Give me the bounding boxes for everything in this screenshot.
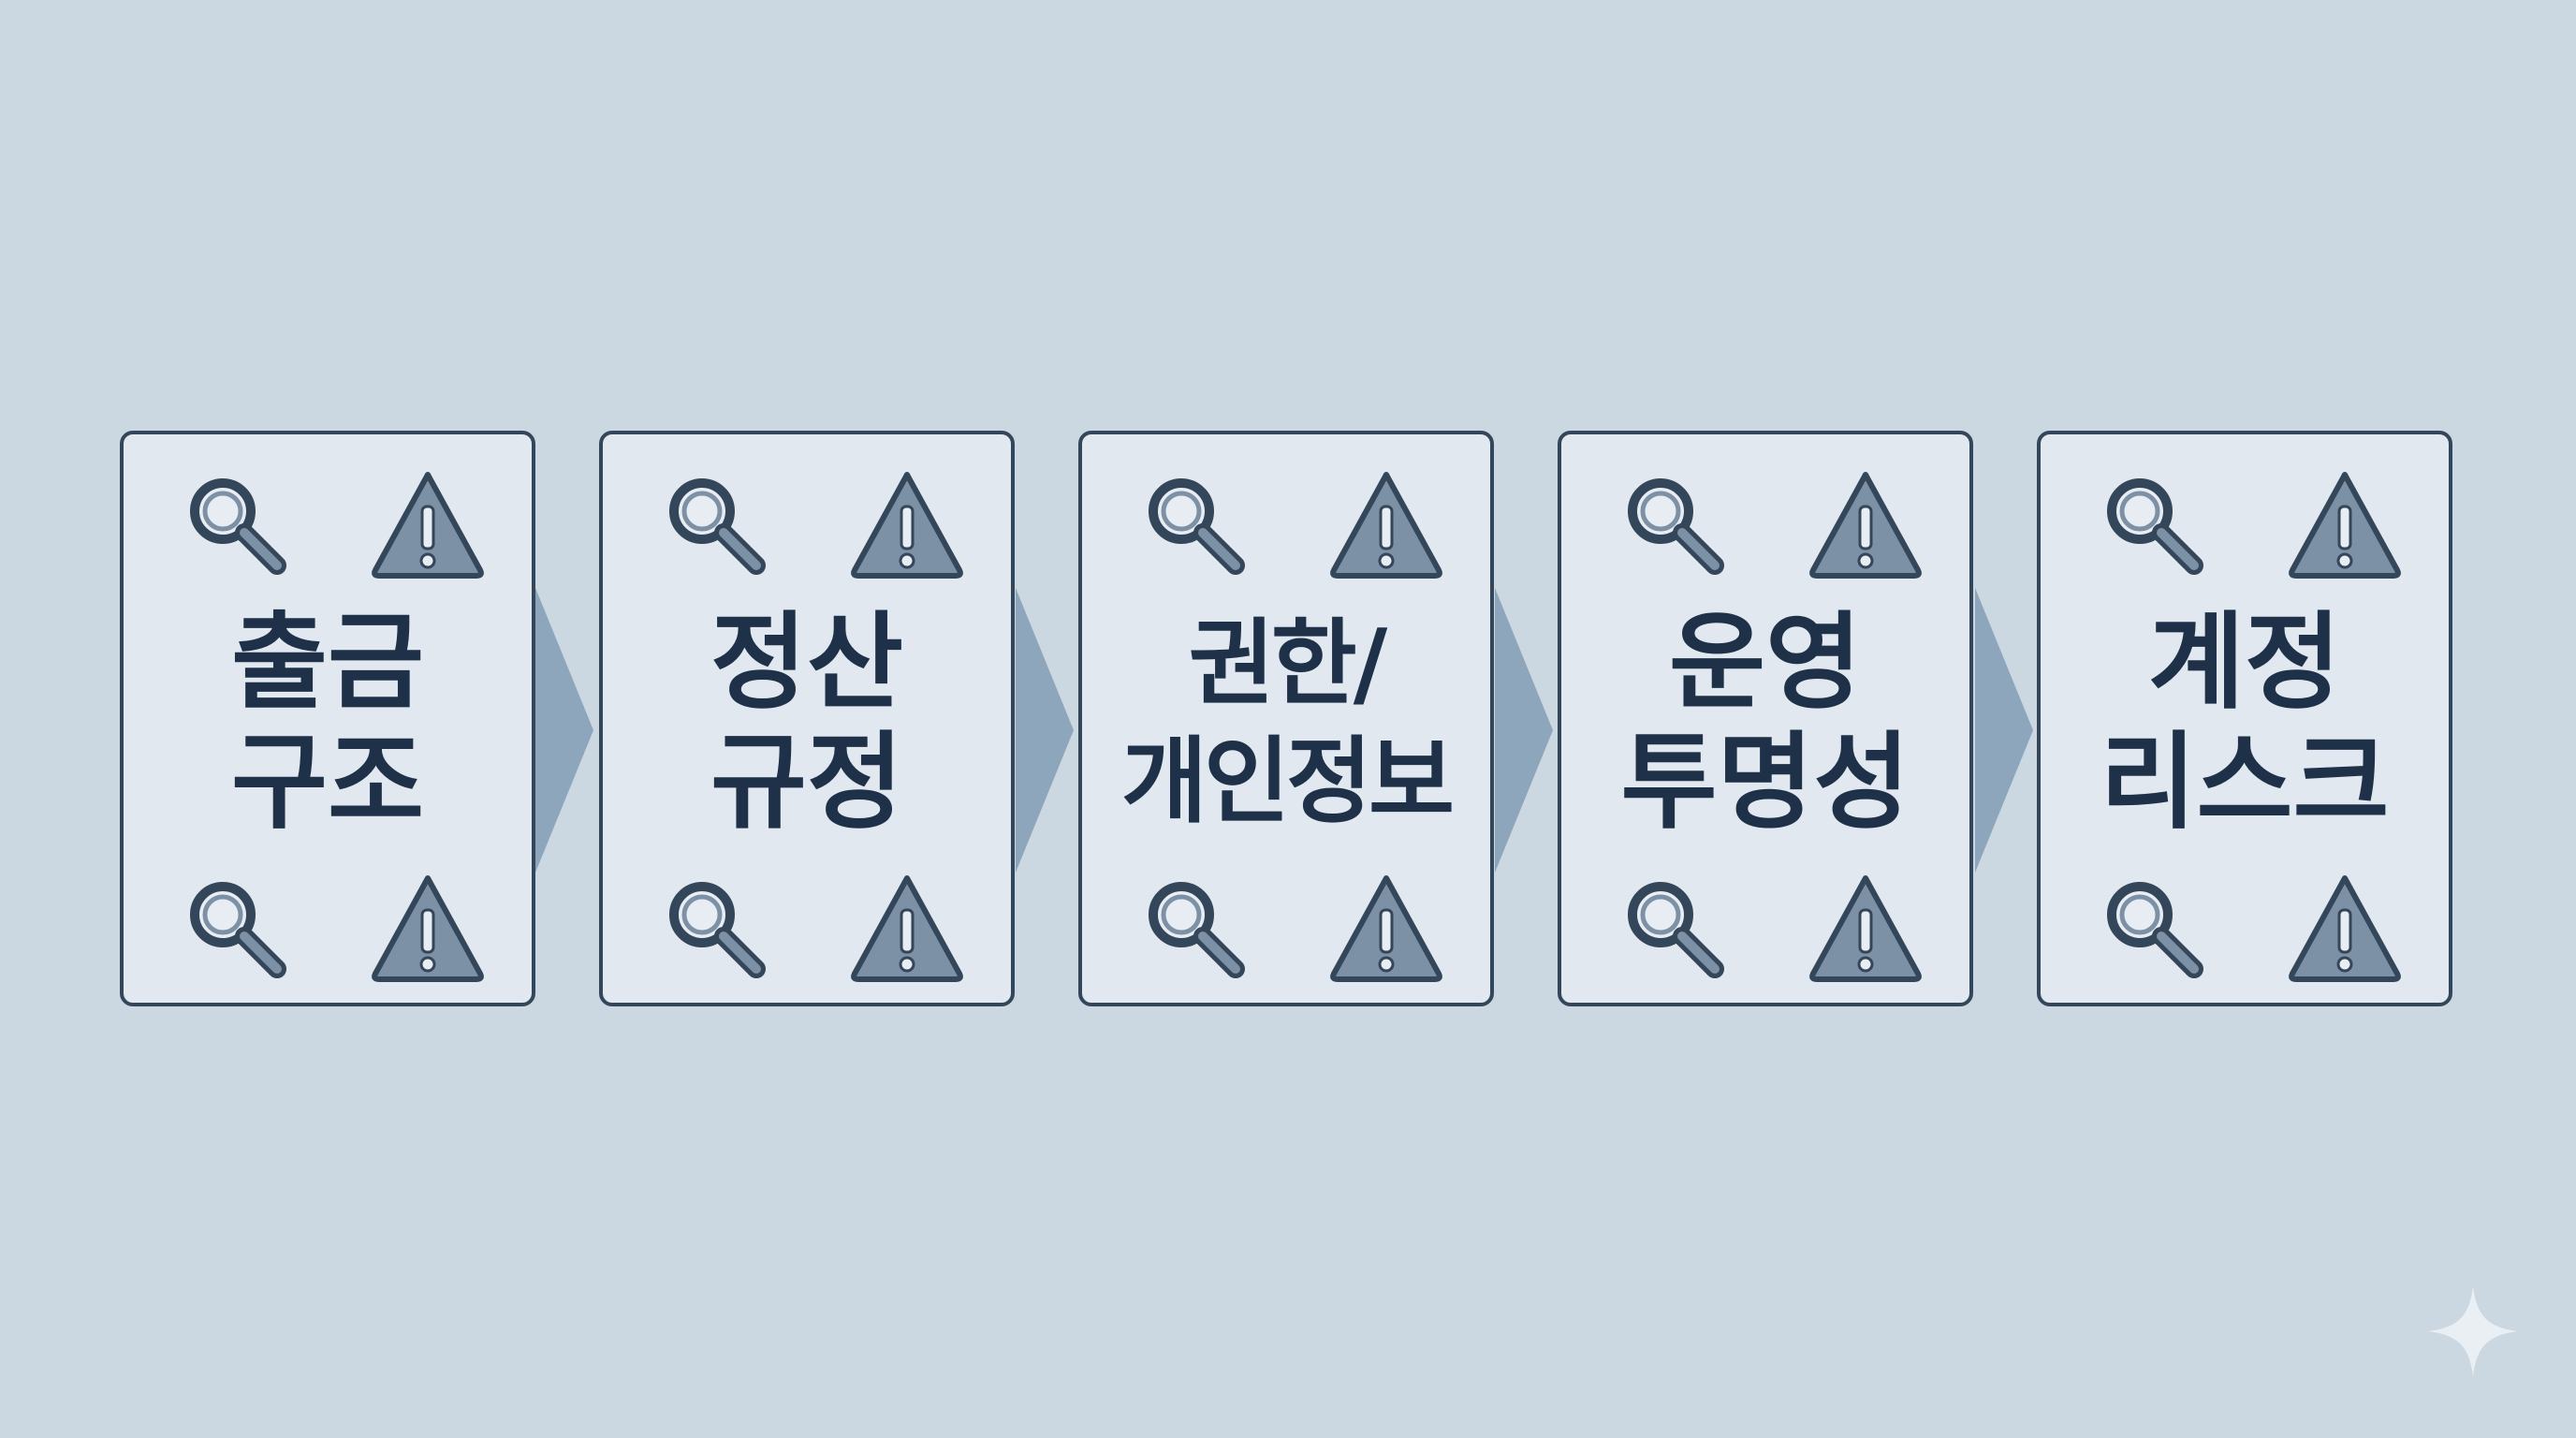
- search-icon: [1618, 873, 1733, 987]
- warning-icon: [850, 469, 964, 583]
- step-title: 운영 투명성: [1561, 601, 1969, 844]
- search-icon: [1618, 469, 1733, 583]
- search-icon: [2098, 469, 2212, 583]
- warning-icon: [2288, 469, 2402, 583]
- search-icon: [1139, 873, 1253, 987]
- step-title-line-2: 개인정보: [1121, 726, 1455, 836]
- warning-icon: [371, 873, 485, 987]
- step-title-line-2: 투명성: [1620, 722, 1910, 844]
- step-card-4: 운영 투명성: [1558, 431, 1973, 1006]
- warning-icon: [850, 873, 964, 987]
- step-card-1: 출금 구조: [120, 431, 535, 1006]
- search-icon: [1139, 469, 1253, 583]
- step-title: 권한/ 개인정보: [1082, 601, 1490, 844]
- flow-arrow-1: [535, 588, 593, 873]
- step-title: 정산 규정: [603, 601, 1011, 844]
- flow-arrow-3: [1495, 588, 1553, 873]
- search-icon: [181, 469, 295, 583]
- step-card-2: 정산 규정: [599, 431, 1015, 1006]
- warning-icon: [1808, 469, 1923, 583]
- search-icon: [181, 873, 295, 987]
- search-icon: [660, 469, 774, 583]
- step-title-line-2: 구조: [230, 722, 425, 844]
- warning-icon: [1329, 873, 1443, 987]
- warning-icon: [371, 469, 485, 583]
- search-icon: [2098, 873, 2212, 987]
- warning-icon: [1329, 469, 1443, 583]
- sparkle-icon: [2428, 1286, 2518, 1376]
- step-title-line-1: 출금: [230, 602, 425, 724]
- flow-arrow-2: [1016, 588, 1074, 873]
- step-title: 계정 리스크: [2041, 601, 2449, 844]
- step-title-line-2: 리스크: [2100, 722, 2390, 844]
- step-title-line-1: 정산: [710, 602, 904, 724]
- step-card-5: 계정 리스크: [2037, 431, 2452, 1006]
- warning-icon: [1808, 873, 1923, 987]
- step-title-line-1: 계정: [2147, 602, 2342, 724]
- step-title-line-1: 권한/: [1188, 609, 1388, 718]
- step-title-line-1: 운영: [1668, 602, 1863, 724]
- flow-arrow-4: [1975, 588, 2033, 873]
- search-icon: [660, 873, 774, 987]
- step-card-3: 권한/ 개인정보: [1078, 431, 1494, 1006]
- warning-icon: [2288, 873, 2402, 987]
- step-title: 출금 구조: [124, 601, 532, 844]
- step-title-line-2: 규정: [710, 722, 904, 844]
